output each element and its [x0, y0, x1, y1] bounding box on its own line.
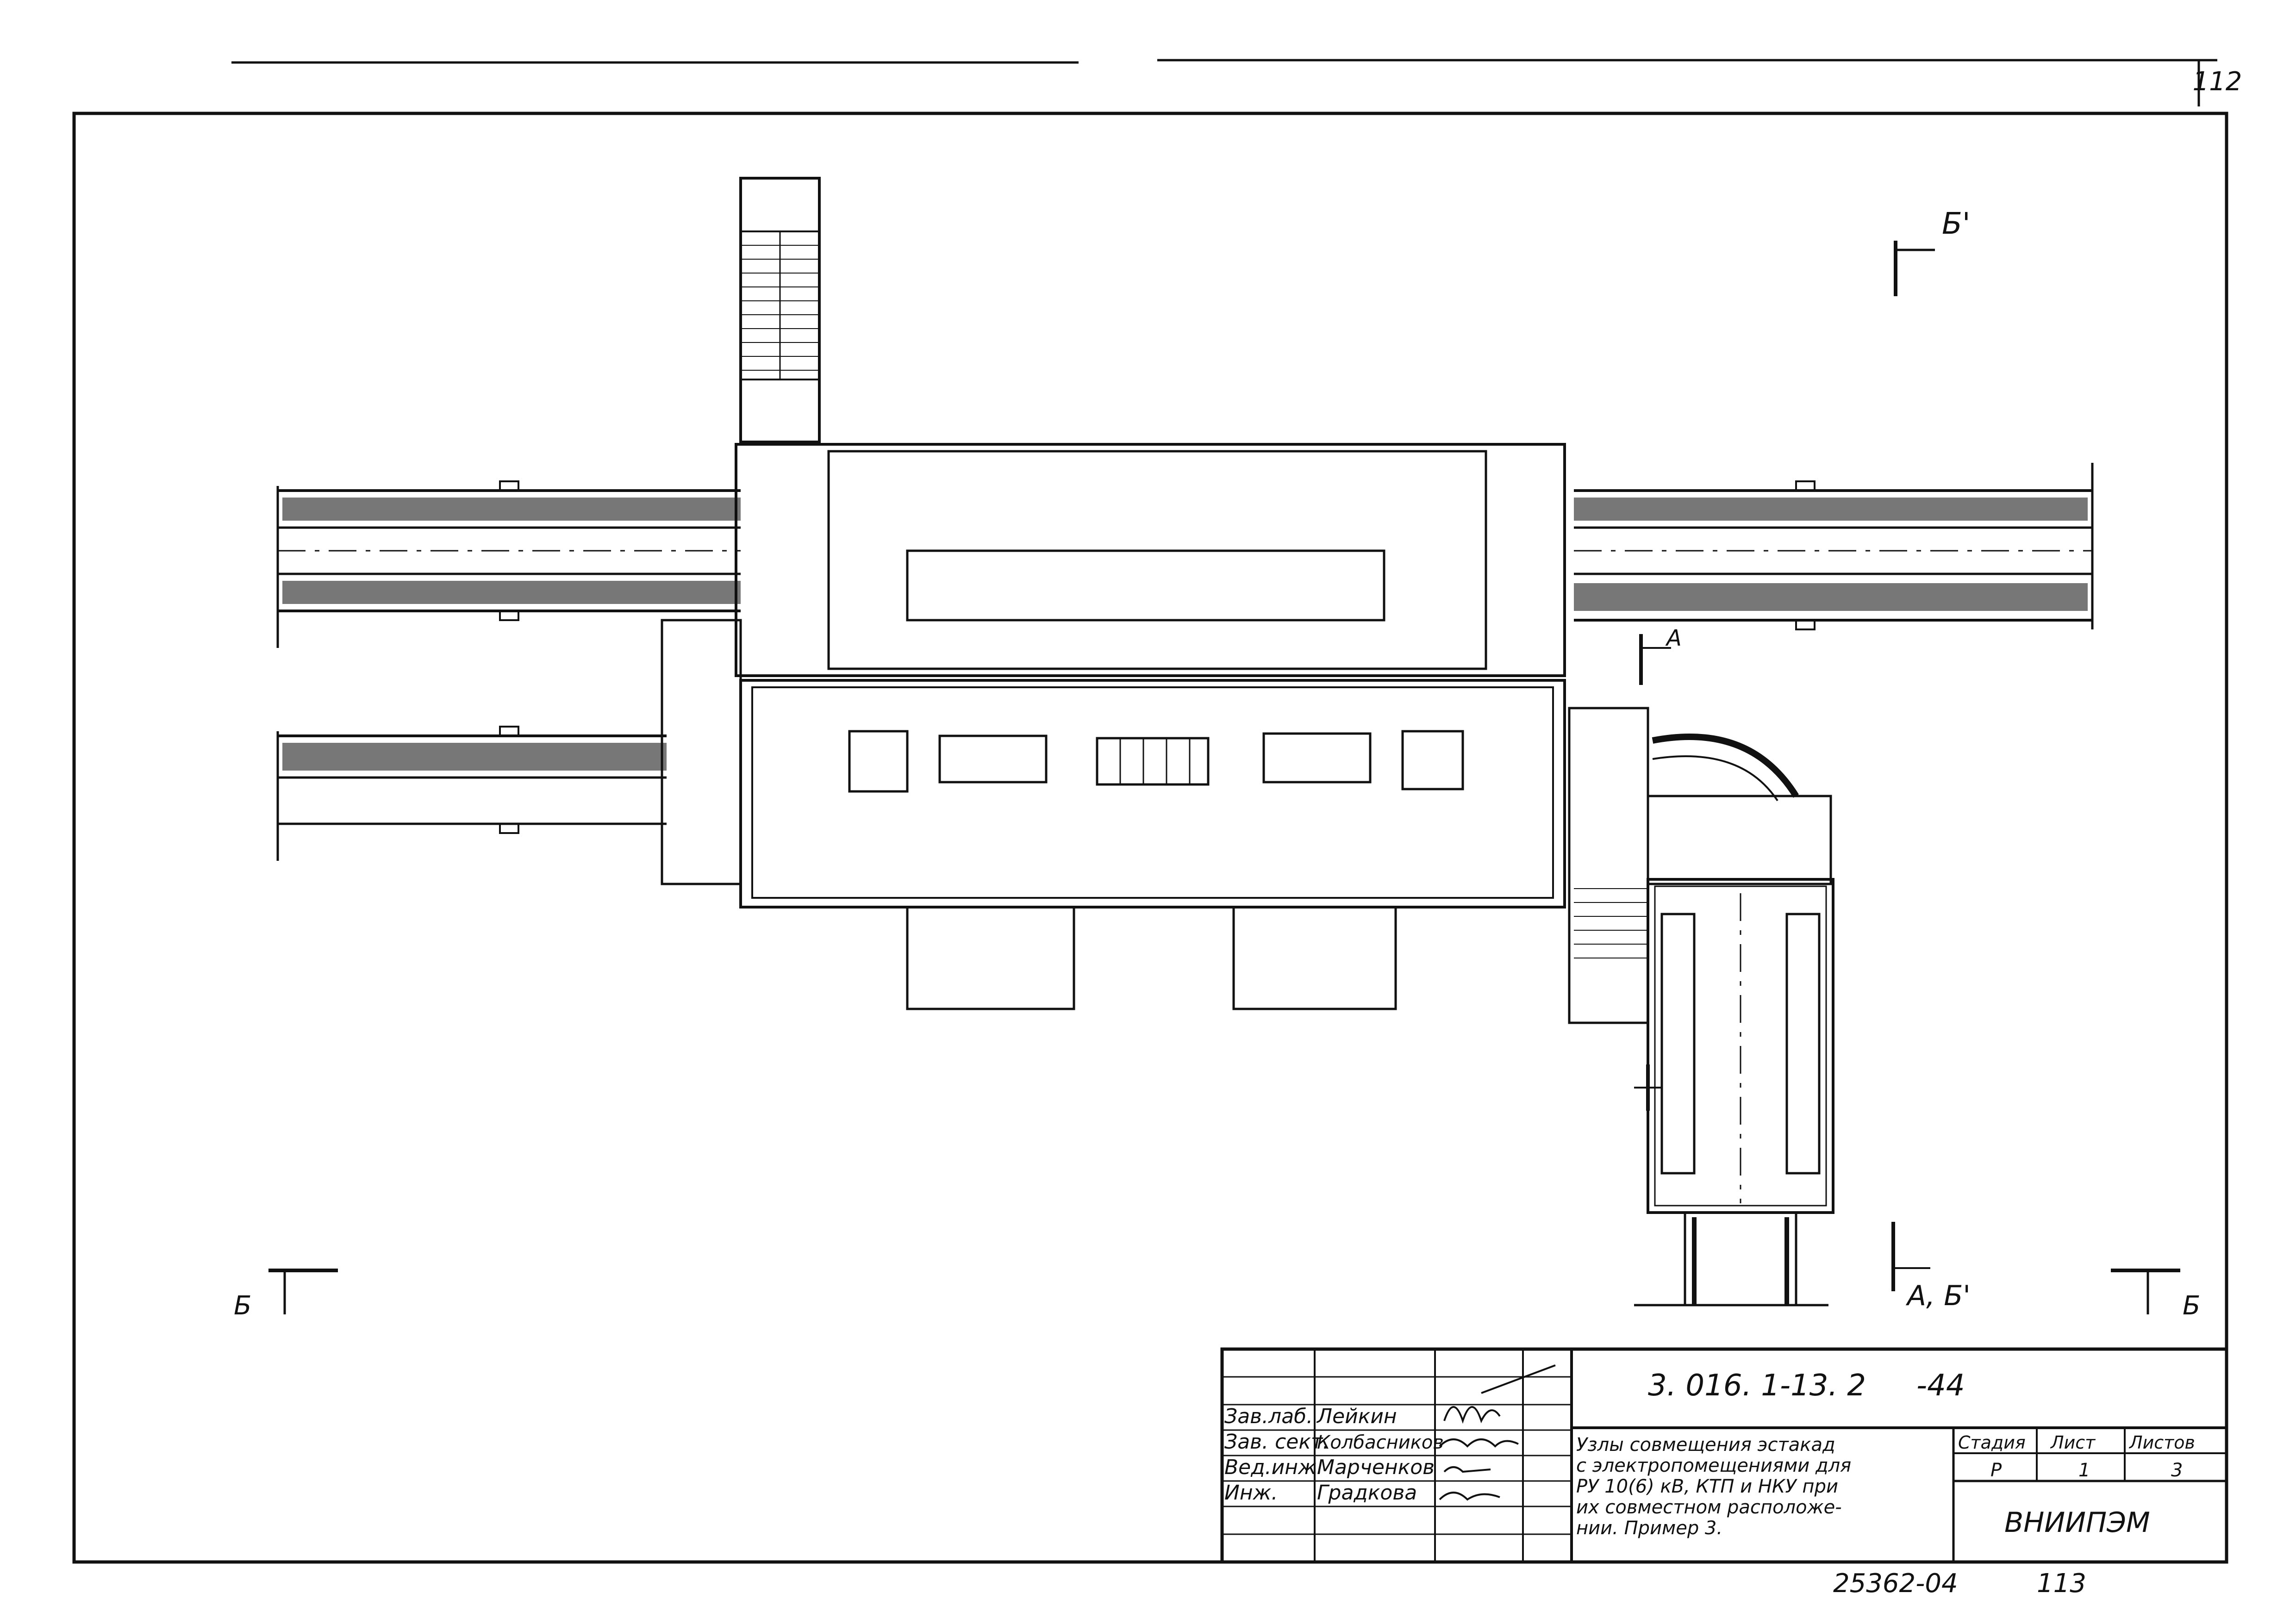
drawing-number: -44 — [1916, 1369, 1965, 1403]
description-line-3: РУ 10(6) кВ, КТП и НКУ при — [1576, 1476, 1838, 1497]
page-number: 112 — [2193, 67, 2242, 97]
document-code: 3. 016. 1-13. 2 — [1648, 1369, 1866, 1403]
description-line-4: их совместном расположе- — [1576, 1497, 1842, 1518]
section-mark-a-inner — [1634, 1064, 1662, 1111]
right-annex-building — [1634, 878, 1834, 1307]
description-line-1: Узлы совмещения эстакад — [1576, 1434, 1835, 1456]
page-number-box: 112 — [2193, 60, 2242, 106]
sheets-value: 3 — [2171, 1460, 2183, 1481]
role-4: Инж. — [1224, 1481, 1278, 1505]
section-mark-a-b-prime-bottom: А, Б' — [1891, 1222, 1971, 1312]
role-3: Вед.инж. — [1224, 1456, 1323, 1479]
organization: ВНИИПЭМ — [2004, 1506, 2150, 1539]
title-block: 3. 016. 1-13. 2 -44 Зав.лаб. Зав. сект. … — [1220, 1347, 2228, 1564]
name-2: Колбасников — [1317, 1432, 1444, 1453]
section-mark-b-prime-top: Б' — [1894, 207, 1971, 296]
section-mark-a: А — [1639, 625, 1682, 685]
section-mark-b-right: Б — [2111, 1269, 2200, 1321]
svg-text:Б: Б — [2183, 1291, 2200, 1321]
stair-tower — [739, 177, 821, 443]
name-4: Градкова — [1317, 1481, 1417, 1505]
signature-2 — [1439, 1438, 1519, 1448]
left-upper-gallery — [276, 480, 741, 648]
description-line-5: нии. Пример 3. — [1576, 1518, 1722, 1539]
drawing-frame — [72, 112, 2228, 1564]
left-lower-gallery — [276, 726, 667, 861]
description-line-2: с электропомещениями для — [1576, 1455, 1851, 1476]
name-1: Лейкин — [1316, 1405, 1397, 1428]
sheet-header: Лист — [2050, 1432, 2096, 1453]
sheets-header: Листов — [2128, 1432, 2195, 1453]
bottom-code: 25362-04 — [1833, 1568, 1958, 1599]
stage-value: Р — [1990, 1460, 2002, 1481]
svg-text:Б': Б' — [1942, 207, 1971, 241]
right-gallery — [1574, 463, 2094, 630]
role-1: Зав.лаб. — [1224, 1405, 1313, 1428]
upper-building-block — [735, 443, 1566, 677]
svg-text:А: А — [1665, 625, 1682, 651]
section-mark-b-left: Б — [234, 1269, 338, 1321]
sheet-value: 1 — [2078, 1460, 2090, 1481]
right-connector — [1568, 707, 1649, 1024]
signature-1 — [1443, 1406, 1501, 1424]
left-connector — [661, 619, 742, 885]
elbow-conveyor — [1647, 734, 1832, 885]
svg-text:Б: Б — [234, 1291, 251, 1321]
bottom-page-number: 113 — [2037, 1568, 2086, 1599]
lower-building-block — [739, 679, 1566, 1010]
signature-4 — [1439, 1492, 1500, 1501]
role-2: Зав. сект. — [1224, 1430, 1329, 1454]
signature-3 — [1443, 1466, 1491, 1473]
svg-text:А, Б': А, Б' — [1905, 1280, 1971, 1312]
name-3: Марченков — [1317, 1456, 1435, 1479]
stage-header: Стадия — [1958, 1432, 2026, 1453]
